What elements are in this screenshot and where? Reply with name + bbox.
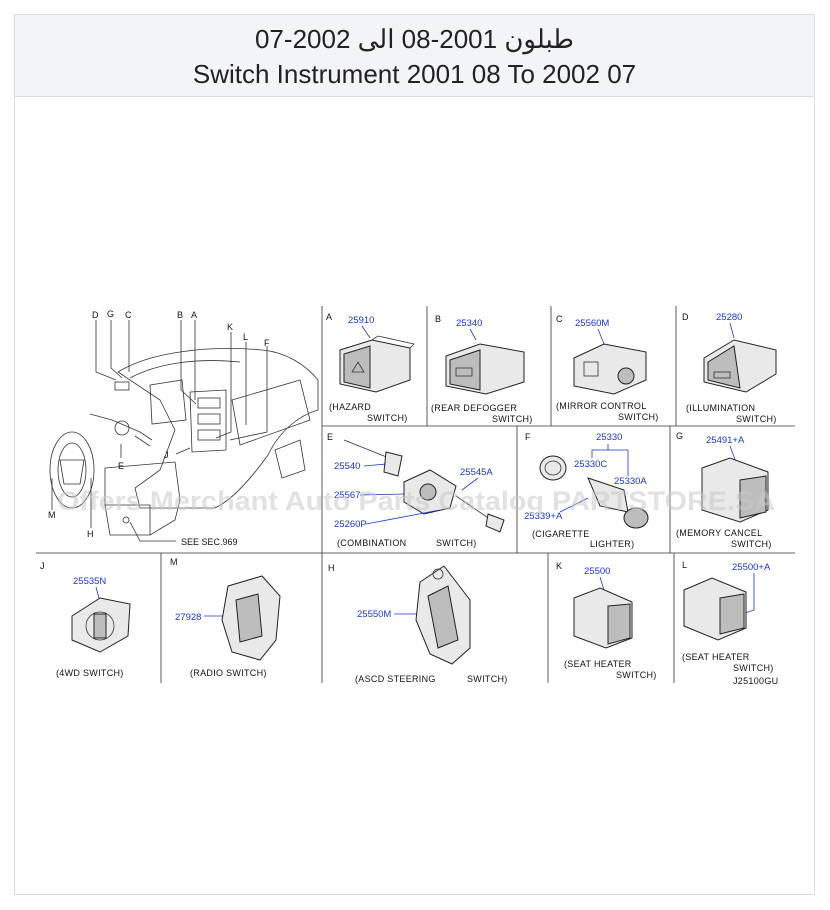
panel-b-part-number[interactable]: 25340 [456,318,482,329]
overview-letter-m: M [48,510,56,520]
panel-k-caption-2: SWITCH) [616,670,657,680]
overview-letter-c: C [125,310,132,320]
dashboard-overview [49,320,319,542]
overview-letter-a: A [191,310,197,320]
watermark-text: Offers Merchant Auto Parts Catalog PARTS… [57,486,775,516]
panel-c-mirror-control-switch: C 25560M (MIRROR CONTROL SWITCH) [556,314,659,422]
diagram-card: طبلون 2001-08 الى 2002-07 Switch Instrum… [14,14,815,895]
panel-d-letter: D [682,312,689,322]
panel-b-letter: B [435,314,441,324]
panel-g-memory-cancel-switch: G 25491+A (MEMORY CANCEL SWITCH) [676,431,772,549]
panel-g-caption-2: SWITCH) [731,539,772,549]
panel-d-caption-1: (ILLUMINATION [686,403,755,413]
panel-m-caption: (RADIO SWITCH) [190,668,267,678]
overview-letter-f: F [264,338,270,348]
panel-g-caption-1: (MEMORY CANCEL [676,528,762,538]
overview-letter-e: E [118,461,124,471]
panel-a-letter: A [326,312,332,322]
panel-f-part-number-25339a[interactable]: 25339+A [524,511,563,522]
overview-letter-k: K [227,322,233,332]
panel-h-ascd-steering-switch: H 25550M (ASCD STEERING SWITCH) [328,563,508,684]
panel-j-part-number[interactable]: 25535N [73,576,106,587]
panel-f-cigarette-lighter: F 25330 25330C 25330A 25339+A (CIGARETTE… [524,432,649,549]
panel-l-drawing-code: J25100GU [733,676,778,686]
panel-e-part-number-25540[interactable]: 25540 [334,461,360,472]
panel-g-part-number[interactable]: 25491+A [706,435,745,446]
panel-c-letter: C [556,314,563,324]
panel-j-letter: J [40,561,45,571]
panel-d-part-number[interactable]: 25280 [716,312,742,323]
page-title-arabic: طبلون 2001-08 الى 2002-07 [254,24,575,54]
panel-k-letter: K [556,561,562,571]
overview-letter-j: J [164,450,169,460]
overview-letter-d: D [92,310,99,320]
page-title-english: Switch Instrument 2001 08 To 2002 07 [192,59,637,89]
overview-letter-h: H [87,529,94,539]
overview-letter-b: B [177,310,183,320]
panel-b-caption-1: (REAR DEFOGGER [431,403,517,413]
panel-g-letter: G [676,431,683,441]
panel-b-rear-defogger-switch: B 25340 (REAR DEFOGGER SWITCH) [431,314,533,424]
overview-letter-l: L [243,332,248,342]
panel-m-radio-switch: M 27928 (RADIO SWITCH) [170,557,281,678]
panel-l-letter: L [682,560,687,570]
panel-a-caption-1: (HAZARD [329,402,371,412]
panel-j-caption: (4WD SWITCH) [56,668,124,678]
panel-k-seat-heater-switch: K 25500 (SEAT HEATER SWITCH) [556,561,657,680]
panel-e-part-number-25545a[interactable]: 25545A [460,467,493,478]
panel-k-caption-1: (SEAT HEATER [564,659,632,669]
panel-e-part-number-25260p[interactable]: 25260P [334,519,367,530]
panel-h-letter: H [328,563,335,573]
panel-e-part-number-25567[interactable]: 25567 [334,490,360,501]
panel-k-part-number[interactable]: 25500 [584,566,610,577]
overview-see-note: SEE SEC.969 [181,537,238,547]
panel-c-caption-2: SWITCH) [618,412,659,422]
panel-grid [36,306,795,683]
panel-f-part-number-25330a[interactable]: 25330A [614,476,647,487]
overview-letters: D G C B A K L F E J M H SEE SEC.969 [48,309,270,547]
panel-f-part-number-25330[interactable]: 25330 [596,432,622,443]
panel-e-letter: E [327,432,333,442]
panel-f-letter: F [525,432,531,442]
overview-letter-g: G [107,309,114,319]
panel-e-combination-switch: E 25540 25567 25545A 25260P (COMBINATION… [327,432,505,548]
panel-c-caption-1: (MIRROR CONTROL [556,401,647,411]
panel-l-part-number[interactable]: 25500+A [732,562,771,573]
panel-a-caption-2: SWITCH) [367,413,408,423]
panel-a-hazard-switch: A 25910 (HAZARD SWITCH) [326,312,415,423]
panel-h-caption-1: (ASCD STEERING [355,674,436,684]
panel-e-caption-2: SWITCH) [436,538,477,548]
panel-f-caption-2: LIGHTER) [590,539,634,549]
panel-l-caption-2: SWITCH) [733,663,774,673]
panel-m-part-number[interactable]: 27928 [175,612,201,623]
panel-m-letter: M [170,557,178,567]
panel-f-part-number-25330c[interactable]: 25330C [574,459,607,470]
panel-d-illumination-switch: D 25280 (ILLUMINATION SWITCH) [682,312,777,424]
panel-b-caption-2: SWITCH) [492,414,533,424]
panel-f-caption-1: (CIGARETTE [532,529,590,539]
panel-d-caption-2: SWITCH) [736,414,777,424]
page-header: طبلون 2001-08 الى 2002-07 Switch Instrum… [15,15,814,97]
panel-l-seat-heater-switch: L 25500+A (SEAT HEATER SWITCH) J25100GU [682,560,778,686]
panel-j-4wd-switch: J 25535N (4WD SWITCH) [40,561,131,678]
panel-h-caption-2: SWITCH) [467,674,508,684]
panel-a-part-number[interactable]: 25910 [348,315,374,326]
panel-l-caption-1: (SEAT HEATER [682,652,750,662]
panel-c-part-number[interactable]: 25560M [575,318,609,329]
panel-e-caption-1: (COMBINATION [337,538,406,548]
panel-h-part-number[interactable]: 25550M [357,609,391,620]
